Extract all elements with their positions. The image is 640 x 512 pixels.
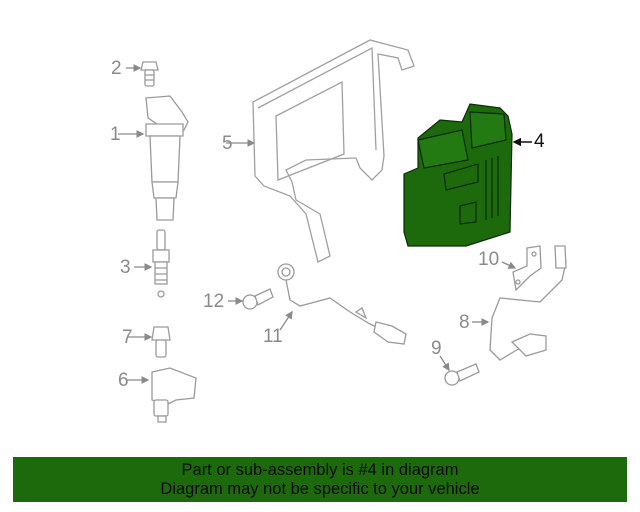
- callout-4[interactable]: 4: [534, 131, 545, 152]
- info-banner: Part or sub-assembly is #4 in diagram Di…: [13, 457, 627, 502]
- part-10-bracket[interactable]: [512, 245, 542, 292]
- banner-disclaimer: Diagram may not be specific to your vehi…: [160, 479, 480, 498]
- part-4-ecm[interactable]: [403, 103, 513, 247]
- callout-1[interactable]: 1: [110, 124, 121, 145]
- part-1-ignition-coil[interactable]: [145, 95, 189, 221]
- part-3-spark-plug[interactable]: [152, 229, 170, 298]
- callout-3[interactable]: 3: [120, 257, 131, 278]
- part-5-ecm-bracket[interactable]: [252, 39, 415, 263]
- callout-12[interactable]: 12: [203, 291, 225, 312]
- callout-7[interactable]: 7: [122, 327, 133, 348]
- callout-11[interactable]: 11: [263, 326, 283, 347]
- callout-2[interactable]: 2: [111, 58, 122, 79]
- part-7-bolt[interactable]: [151, 326, 171, 358]
- callout-8[interactable]: 8: [459, 312, 470, 333]
- leader-10: [501, 261, 517, 269]
- part-2-bolt[interactable]: [140, 61, 159, 87]
- callout-6[interactable]: 6: [118, 370, 129, 391]
- banner-part-note: Part or sub-assembly is #4 in diagram: [181, 460, 459, 479]
- parts-diagram: [118, 39, 567, 423]
- part-6-cam-sensor[interactable]: [151, 367, 197, 423]
- part-12-bolt[interactable]: [242, 288, 274, 310]
- callout-5[interactable]: 5: [222, 133, 233, 154]
- part-8-crank-sensor[interactable]: [489, 245, 567, 361]
- part-11-knock-sensor[interactable]: [277, 263, 407, 345]
- leader-11: [279, 310, 293, 331]
- callout-10[interactable]: 10: [478, 249, 500, 270]
- leader-9: [439, 355, 450, 372]
- part-9-bolt[interactable]: [444, 363, 480, 386]
- callout-9[interactable]: 9: [431, 338, 442, 359]
